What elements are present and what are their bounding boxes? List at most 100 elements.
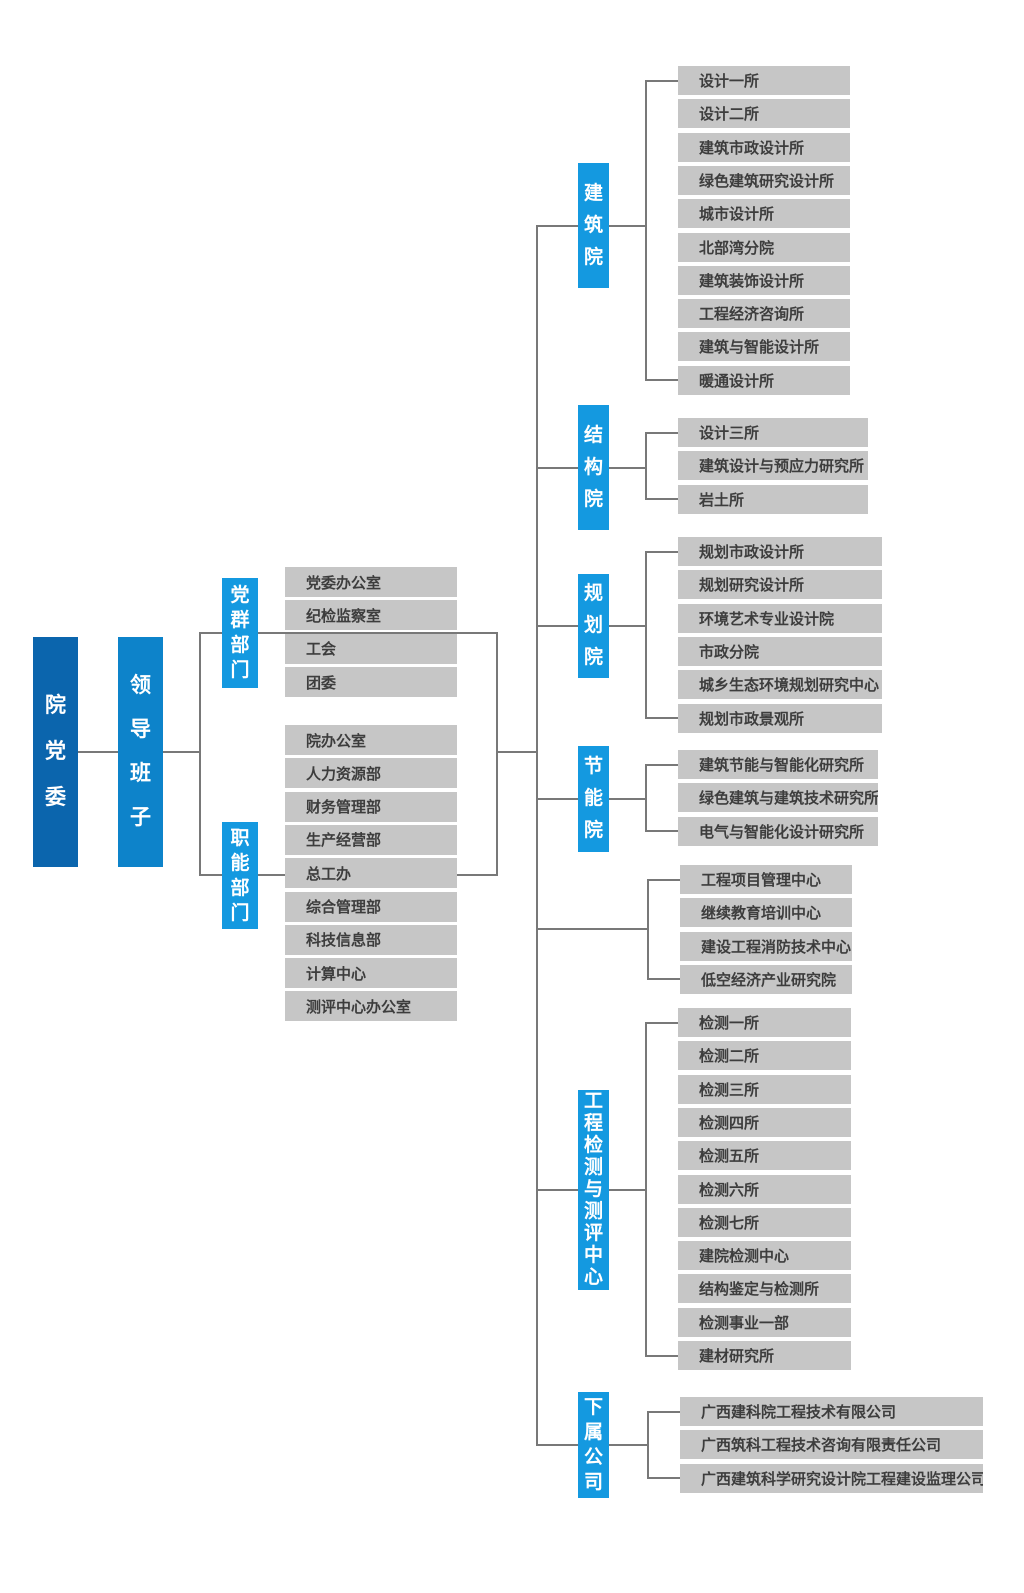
unit-box: 设计二所	[678, 99, 850, 129]
unit-box: 城乡生态环境规划研究中心	[678, 670, 882, 700]
connector-line	[200, 632, 497, 634]
connector-line	[537, 466, 578, 469]
connector-line	[537, 1444, 578, 1446]
unit-box: 低空经济产业研究院	[680, 964, 852, 994]
unit-box: 建院检测中心	[678, 1241, 851, 1271]
connector-line	[648, 878, 680, 881]
unit-box: 规划市政设计所	[678, 537, 882, 566]
dept-category-box-1: 职能部门	[222, 822, 258, 929]
connector-line	[647, 878, 649, 981]
connector-line	[646, 498, 678, 501]
unit-box: 建设工程消防技术中心	[680, 931, 852, 961]
unit-box: 城市设计所	[678, 199, 850, 229]
unit-box: 检测七所	[678, 1207, 851, 1237]
institute-box-3: 节能院	[578, 746, 609, 852]
connector-line	[646, 79, 678, 82]
dept-category-box-0: 党群部门	[222, 578, 258, 688]
unit-box: 检测四所	[678, 1107, 851, 1137]
connector-line	[646, 763, 678, 766]
dept-box: 党委办公室	[285, 567, 457, 597]
connector-line	[647, 1410, 649, 1480]
unit-box: 建筑设计与预应力研究所	[678, 451, 868, 481]
dept-box: 院办公室	[285, 725, 457, 755]
connector-line	[163, 751, 200, 753]
unit-box: 检测三所	[678, 1074, 851, 1104]
connector-line	[609, 798, 646, 800]
dept-box: 工会	[285, 633, 457, 664]
unit-box: 绿色建筑与建筑技术研究所	[678, 783, 878, 813]
unit-box: 结构鉴定与检测所	[678, 1274, 851, 1304]
connector-line	[537, 224, 578, 227]
connector-line	[645, 431, 647, 501]
connector-line	[609, 625, 646, 627]
connector-line	[537, 928, 648, 930]
connector-line	[609, 224, 646, 227]
unit-box: 广西建筑科学研究设计院工程建设监理公司	[680, 1463, 983, 1493]
unit-box: 规划市政景观所	[678, 703, 882, 733]
unit-box: 环境艺术专业设计院	[678, 603, 882, 633]
institute-box-5: 工程检测与测评中心	[578, 1090, 609, 1290]
unit-box: 检测二所	[678, 1041, 851, 1071]
dept-box: 纪检监察室	[285, 600, 457, 631]
unit-box: 继续教育培训中心	[680, 898, 852, 928]
unit-box: 广西建科院工程技术有限公司	[680, 1397, 983, 1426]
connector-line	[646, 1021, 678, 1024]
unit-box: 设计三所	[678, 418, 868, 447]
unit-box: 市政分院	[678, 636, 882, 666]
connector-line	[199, 632, 201, 876]
connector-line	[496, 632, 498, 876]
connector-line	[609, 466, 646, 469]
connector-line	[646, 830, 678, 833]
institute-box-0: 建筑院	[578, 163, 609, 288]
connector-line	[648, 1477, 680, 1480]
institute-box-2: 规划院	[578, 574, 609, 678]
connector-line	[646, 550, 678, 553]
unit-box: 建材研究所	[678, 1341, 851, 1370]
connector-line	[497, 751, 537, 753]
unit-box: 检测事业一部	[678, 1307, 851, 1337]
unit-box: 建筑与智能设计所	[678, 332, 850, 362]
dept-box: 人力资源部	[285, 758, 457, 789]
institute-box-6: 下属公司	[578, 1392, 609, 1498]
unit-box: 岩土所	[678, 484, 868, 514]
unit-box: 工程项目管理中心	[680, 865, 852, 894]
dept-box: 综合管理部	[285, 891, 457, 922]
connector-line	[646, 717, 678, 719]
connector-line	[537, 1189, 578, 1191]
unit-box: 建筑装饰设计所	[678, 265, 850, 295]
unit-box: 暖通设计所	[678, 365, 850, 395]
connector-line	[645, 1021, 647, 1357]
connector-line	[645, 763, 647, 833]
dept-box: 计算中心	[285, 958, 457, 989]
connector-line	[609, 1189, 646, 1191]
connector-line	[646, 1354, 678, 1357]
dept-box: 生产经营部	[285, 824, 457, 855]
connector-line	[648, 1410, 680, 1413]
unit-box: 建筑节能与智能化研究所	[678, 750, 878, 779]
dept-box: 总工办	[285, 858, 457, 889]
dept-box: 团委	[285, 667, 457, 698]
leadership-team-box: 领导班子	[118, 637, 163, 867]
unit-box: 电气与智能化设计研究所	[678, 816, 878, 846]
unit-box: 广西筑科工程技术咨询有限责任公司	[680, 1430, 983, 1460]
institute-box-1: 结构院	[578, 405, 609, 530]
unit-box: 设计一所	[678, 66, 850, 95]
dept-box: 财务管理部	[285, 791, 457, 822]
connector-line	[537, 798, 578, 800]
connector-line	[648, 978, 680, 981]
dept-box: 科技信息部	[285, 924, 457, 955]
unit-box: 检测六所	[678, 1174, 851, 1204]
root-committee-box: 院党委	[33, 637, 78, 867]
connector-line	[536, 224, 538, 1446]
unit-box: 检测五所	[678, 1141, 851, 1171]
connector-line	[645, 550, 647, 719]
dept-box: 测评中心办公室	[285, 991, 457, 1022]
connector-line	[646, 431, 678, 434]
connector-line	[78, 751, 118, 753]
unit-box: 绿色建筑研究设计所	[678, 165, 850, 195]
connector-line	[609, 1444, 648, 1446]
connector-line	[537, 625, 578, 627]
unit-box: 检测一所	[678, 1008, 851, 1037]
unit-box: 工程经济咨询所	[678, 299, 850, 329]
